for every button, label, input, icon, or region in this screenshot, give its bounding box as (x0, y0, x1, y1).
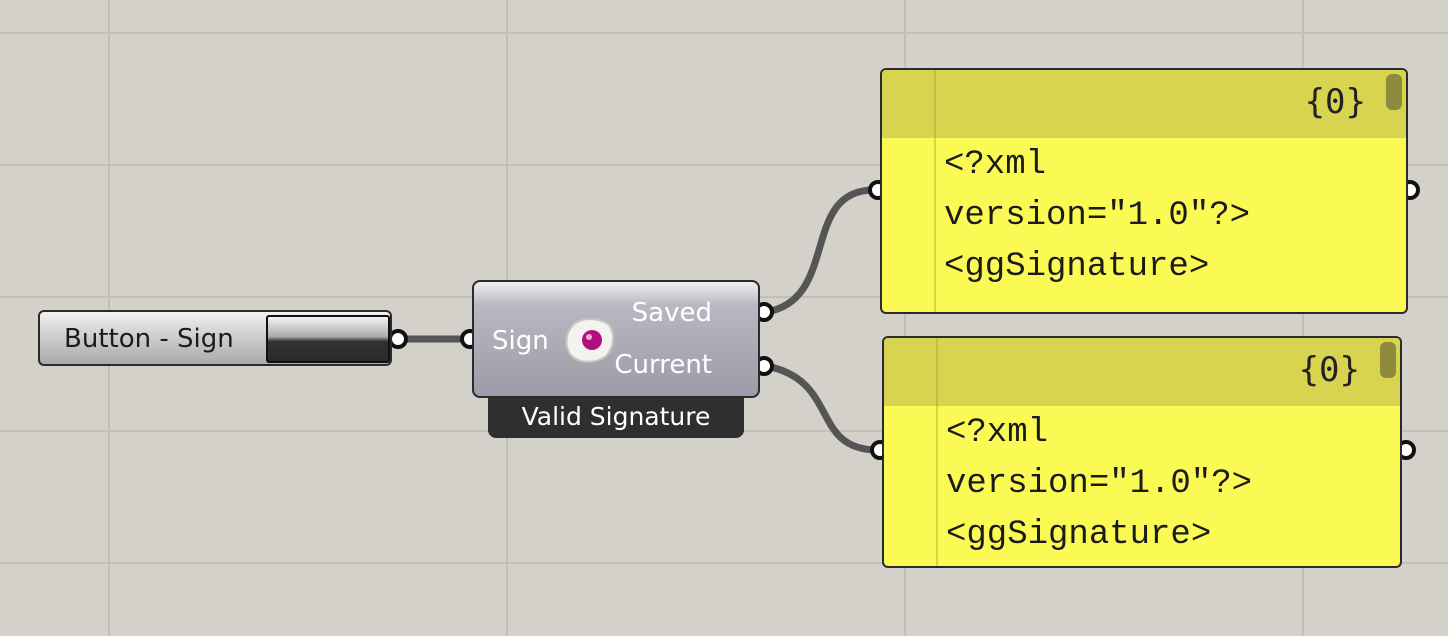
panel-text: <?xml version="1.0"?> <ggSignature> (944, 140, 1250, 293)
panel-header (882, 70, 1406, 138)
panel-line: <?xml (946, 414, 1049, 452)
grid-line (0, 164, 1448, 166)
panel-line: <ggSignature> (946, 516, 1212, 554)
panel-margin-line (936, 338, 938, 566)
panel-line: <ggSignature> (944, 248, 1210, 286)
button-component-label: Button - Sign (64, 324, 234, 354)
grid-line (904, 0, 906, 636)
output-param-saved[interactable]: Saved (631, 298, 712, 328)
panel-branch-index: {0} (1304, 82, 1366, 122)
button-sign-component[interactable]: Button - Sign (38, 310, 392, 366)
panel-text: <?xml version="1.0"?> <ggSignature> (946, 408, 1252, 561)
valid-signature-component[interactable]: Sign Saved Current (472, 280, 760, 398)
panel-scrollbar[interactable] (1380, 342, 1396, 378)
component-title: Valid Signature (488, 398, 744, 438)
grid-line (0, 32, 1448, 34)
signature-icon (565, 318, 614, 363)
panel-margin-line (934, 70, 936, 312)
panel-branch-index: {0} (1298, 350, 1360, 390)
wire-current-to-panel (765, 362, 879, 454)
panel-line: <?xml (944, 146, 1047, 184)
grid-line (1302, 0, 1304, 636)
input-param-sign[interactable]: Sign (492, 326, 549, 356)
panel-line: version="1.0"?> (944, 197, 1251, 235)
button-output-grip (388, 329, 408, 349)
panel-scrollbar[interactable] (1386, 74, 1402, 110)
output-param-current[interactable]: Current (614, 350, 712, 380)
toggle-button-face[interactable] (266, 315, 390, 363)
panel-line: version="1.0"?> (946, 465, 1253, 503)
panel-header (884, 338, 1400, 406)
wire-saved-to-panel (765, 186, 875, 316)
panel-saved[interactable]: {0} <?xml version="1.0"?> <ggSignature> (880, 68, 1408, 314)
panel-current[interactable]: {0} <?xml version="1.0"?> <ggSignature> (882, 336, 1402, 568)
grid-line (0, 562, 1448, 564)
